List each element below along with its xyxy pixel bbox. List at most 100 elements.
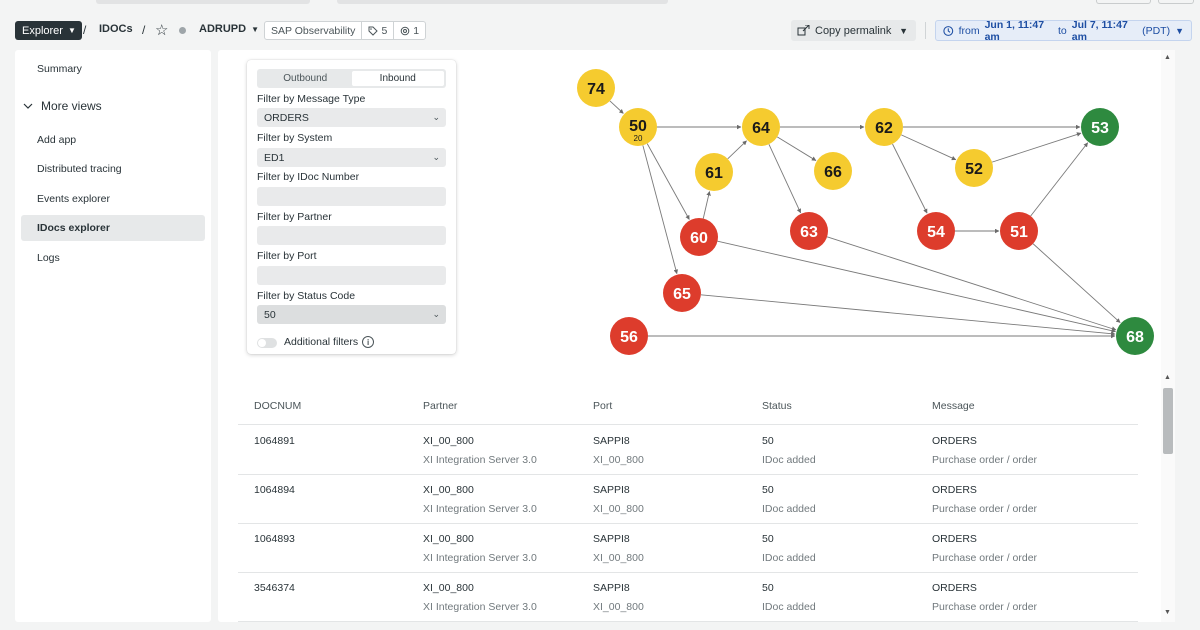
chevron-down-icon: ▼: [899, 25, 908, 36]
port-input[interactable]: [257, 266, 446, 285]
graph-node-56[interactable]: 56: [610, 317, 648, 355]
graph-node-label: 64: [752, 120, 770, 137]
tab-inbound[interactable]: Inbound: [351, 71, 444, 86]
graph-node-circle: [1116, 317, 1154, 355]
related-count[interactable]: 1: [393, 22, 425, 39]
sidebar-item-events-explorer[interactable]: Events explorer: [21, 186, 205, 212]
graph-node-circle: [917, 212, 955, 250]
graph-edge-62-52: [901, 134, 957, 161]
sidebar-item-summary[interactable]: Summary: [21, 56, 205, 82]
table-header: DOCNUM Partner Port Status Message: [238, 390, 1138, 425]
graph-node-circle: [742, 108, 780, 146]
column-header-status[interactable]: Status: [762, 400, 792, 412]
cell-port-sub: XI_00_800: [593, 454, 644, 466]
graph-node-53[interactable]: 53: [1081, 108, 1119, 146]
timezone: (PDT): [1142, 24, 1171, 37]
graph-node-62[interactable]: 62: [865, 108, 903, 146]
cell-partner: XI_00_800: [423, 582, 474, 594]
top-tab-2[interactable]: [337, 0, 668, 4]
scroll-down-arrow-icon[interactable]: ▼: [1164, 609, 1171, 616]
graph-node-66[interactable]: 66: [814, 152, 852, 190]
partner-label: Filter by Partner: [257, 211, 332, 223]
entity-selector[interactable]: ADRUPD ▼: [199, 23, 259, 35]
graph-edge-63-68: [826, 236, 1117, 331]
sidebar-item-idocs-explorer[interactable]: IDocs explorer: [21, 215, 205, 241]
sidebar-item-distributed-tracing[interactable]: Distributed tracing: [21, 156, 205, 182]
cell-docnum: 1064894: [254, 484, 295, 496]
scrollbar-thumb[interactable]: [1163, 388, 1173, 454]
cell-message-sub: Purchase order / order: [932, 601, 1038, 613]
graph-node-circle: [1081, 108, 1119, 146]
cell-port: SAPPI8: [593, 484, 630, 496]
scroll-up-arrow-icon[interactable]: ▲: [1164, 374, 1171, 381]
cell-port-sub: XI_00_800: [593, 552, 644, 564]
status-code-select[interactable]: 50 ⌄: [257, 305, 446, 324]
cell-message: ORDERS: [932, 435, 977, 447]
tag-app[interactable]: SAP Observability: [271, 24, 356, 37]
graph-edge-64-63: [768, 144, 802, 214]
cell-partner: XI_00_800: [423, 533, 474, 545]
graph-node-63[interactable]: 63: [790, 212, 828, 250]
graph-edge-51-68: [1032, 243, 1121, 323]
graph-node-65[interactable]: 65: [663, 274, 701, 312]
tab-outbound[interactable]: Outbound: [283, 73, 328, 84]
info-icon[interactable]: i: [362, 336, 375, 348]
graph-node-sublabel: 20: [634, 134, 643, 143]
tag-count[interactable]: 5: [361, 22, 393, 39]
graph-node-51[interactable]: 51: [1000, 212, 1038, 250]
column-header-docnum[interactable]: DOCNUM: [254, 400, 302, 412]
chevron-down-icon: ▼: [1175, 25, 1184, 36]
copy-permalink-button[interactable]: Copy permalink ▼: [791, 20, 916, 41]
graph-node-68[interactable]: 68: [1116, 317, 1154, 355]
entity-tags[interactable]: SAP Observability 5 1: [264, 21, 427, 40]
status-code-value: 50: [264, 308, 276, 321]
time-picker[interactable]: from Jun 1, 11:47 am to Jul 7, 11:47 am …: [935, 19, 1192, 43]
graph-node-64[interactable]: 64: [742, 108, 780, 146]
top-button-1[interactable]: [1096, 0, 1151, 4]
direction-toggle: Outbound Inbound: [257, 69, 446, 88]
explorer-dropdown[interactable]: Explorer ▼: [15, 21, 82, 40]
graph-edge-50-65: [642, 145, 679, 275]
cell-docnum: 1064891: [254, 435, 295, 447]
graph-node-60[interactable]: 60: [680, 218, 718, 256]
column-header-port[interactable]: Port: [593, 400, 613, 412]
favorite-star-icon[interactable]: ☆: [155, 22, 169, 39]
breadcrumb-separator: /: [83, 23, 87, 37]
cell-status: 50: [762, 484, 774, 496]
graph-node-74[interactable]: 74: [577, 69, 615, 107]
sidebar-item-logs[interactable]: Logs: [21, 245, 205, 271]
graph-node-52[interactable]: 52: [955, 149, 993, 187]
scroll-up-arrow-icon[interactable]: ▲: [1164, 54, 1171, 61]
cell-status-sub: IDoc added: [762, 454, 816, 466]
breadcrumb-idocs[interactable]: IDOCs: [99, 23, 133, 35]
sidebar-item-add-app[interactable]: Add app: [21, 127, 205, 153]
idoc-number-input[interactable]: [257, 187, 446, 206]
graph-node-circle: [814, 152, 852, 190]
partner-input[interactable]: [257, 226, 446, 245]
top-button-2[interactable]: [1158, 0, 1194, 4]
graph-node-circle: [865, 108, 903, 146]
browser-top-strip: [0, 0, 1200, 6]
column-header-message[interactable]: Message: [932, 400, 975, 412]
graph-node-circle: [663, 274, 701, 312]
copy-permalink-label: Copy permalink: [815, 24, 892, 37]
additional-filters-toggle[interactable]: [257, 338, 277, 348]
more-views-toggle[interactable]: More views: [23, 99, 102, 113]
system-select[interactable]: ED1 ⌄: [257, 148, 446, 167]
cell-partner: XI_00_800: [423, 435, 474, 447]
top-tab-1[interactable]: [96, 0, 310, 4]
graph-node-61[interactable]: 61: [695, 153, 733, 191]
scrollbar[interactable]: ▲ ▲ ▼: [1161, 50, 1175, 622]
graph-node-label: 54: [927, 224, 945, 241]
column-header-partner[interactable]: Partner: [423, 400, 458, 412]
graph-node-54[interactable]: 54: [917, 212, 955, 250]
graph-node-label: 60: [690, 230, 708, 247]
message-type-label: Filter by Message Type: [257, 93, 366, 105]
message-type-select[interactable]: ORDERS ⌄: [257, 108, 446, 127]
